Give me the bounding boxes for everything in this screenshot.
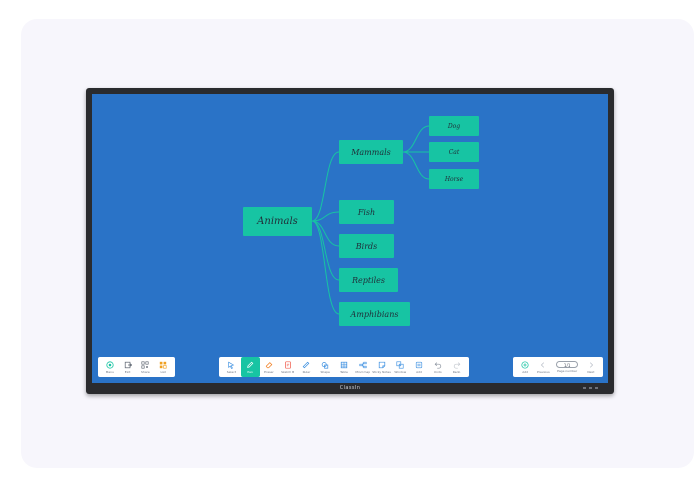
add-page-label: Add [522,369,529,374]
mind-map-node-cat[interactable]: Cat [429,142,479,162]
page-number-label: Page number [557,369,578,373]
page-indicator[interactable]: 1/1 Page number [553,357,582,377]
add-label: Add [416,369,422,374]
connector-mammals-dog [402,125,430,153]
table-icon [340,361,348,368]
center-toolbar: Select Pen Eraser Sketch B Ruler Shape [219,357,469,377]
whiteboard-monitor: Animals Mammals Fish Birds Reptiles Amph… [86,88,614,394]
select-tool[interactable]: Select [222,357,241,377]
pen-icon [247,361,254,368]
monitor-brand-logo: ClassIn [339,385,361,391]
ruler-tool[interactable]: Ruler [297,357,316,377]
shape-tool[interactable]: Shape [316,357,335,377]
mind-map-connectors [311,125,430,315]
menu-button[interactable]: Menu [101,357,119,377]
select-label: Select [226,369,237,374]
qr-code-icon [141,360,149,369]
mind-map-icon [359,361,367,368]
undo-button[interactable]: Undo [428,357,447,377]
previous-page-label: Previous [537,369,550,374]
eraser-label: Eraser [264,369,274,374]
next-page-label: Next [587,369,595,374]
next-page-button[interactable]: Next [582,357,600,377]
eraser-icon [265,361,273,368]
pen-label: Pen [247,369,253,374]
mind-map-label: Mind map [355,369,371,374]
redo-icon [453,361,460,369]
mind-map-root-node[interactable]: Animals [243,207,312,236]
mind-map-node-fish[interactable]: Fish [339,200,394,224]
mind-map-node-amphibians[interactable]: Amphibians [339,302,410,326]
mind-map-node-mammals[interactable]: Mammals [339,140,403,164]
connector-root-mammals [311,151,340,222]
share-label: Share [141,369,150,374]
undo-icon [434,361,441,369]
window-label: Window [394,369,407,374]
mind-map-node-dog[interactable]: Dog [429,116,479,136]
connector-root-reptiles [311,220,340,281]
monitor-indicator-lights [583,387,598,389]
add-widget-icon [415,361,423,368]
undo-label: Undo [433,369,442,374]
pen-tool[interactable]: Pen [240,357,260,377]
exit-button[interactable]: Exit [119,357,137,377]
mind-map-node-horse[interactable]: Horse [429,169,479,189]
sketch-label: Sketch B [281,369,295,374]
list-label: List [160,369,166,374]
mind-map-node-birds[interactable]: Birds [339,234,394,258]
add-tool[interactable]: Add [410,357,429,377]
sticky-notes-tool[interactable]: Sticky Notes [372,357,391,377]
list-icon [159,361,167,369]
previous-page-button[interactable]: Previous [534,357,552,377]
page-number-value: 1/1 [556,361,579,368]
right-toolbar: Add Previous 1/1 Page number Next [513,357,603,377]
eraser-tool[interactable]: Eraser [260,357,279,377]
sticky-notes-label: Sticky Notes [372,369,391,374]
add-page-button[interactable]: Add [516,357,534,377]
plus-circle-icon [521,360,529,369]
connector-root-amphibians [311,220,340,315]
mind-map-tool[interactable]: Mind map [353,357,372,377]
whiteboard-canvas[interactable]: Animals Mammals Fish Birds Reptiles Amph… [92,94,608,383]
window-icon [396,360,404,369]
select-cursor-icon [228,361,235,369]
sketch-tool[interactable]: Sketch B [278,357,297,377]
redo-label: Redo [452,369,461,374]
menu-label: Menu [105,369,114,374]
table-label: Table [340,369,348,374]
shape-label: Shape [320,369,330,374]
connector-mammals-horse [402,151,430,180]
sketch-board-icon [284,360,291,369]
window-tool[interactable]: Window [391,357,410,377]
menu-icon [106,360,114,369]
share-button[interactable]: Share [137,357,155,377]
exit-label: Exit [124,369,131,374]
shape-icon [321,361,329,369]
connector-root-fish [311,211,340,222]
exit-icon [124,361,132,368]
ruler-label: Ruler [302,369,311,374]
chevron-left-icon [541,361,545,368]
list-button[interactable]: List [154,357,172,377]
left-toolbar: Menu Exit Share List [98,357,175,377]
chevron-right-icon [589,361,593,368]
sticky-note-icon [378,361,385,368]
mind-map-node-reptiles[interactable]: Reptiles [339,268,398,292]
redo-button[interactable]: Redo [447,357,466,377]
table-tool[interactable]: Table [335,357,354,377]
ruler-icon [303,361,310,368]
